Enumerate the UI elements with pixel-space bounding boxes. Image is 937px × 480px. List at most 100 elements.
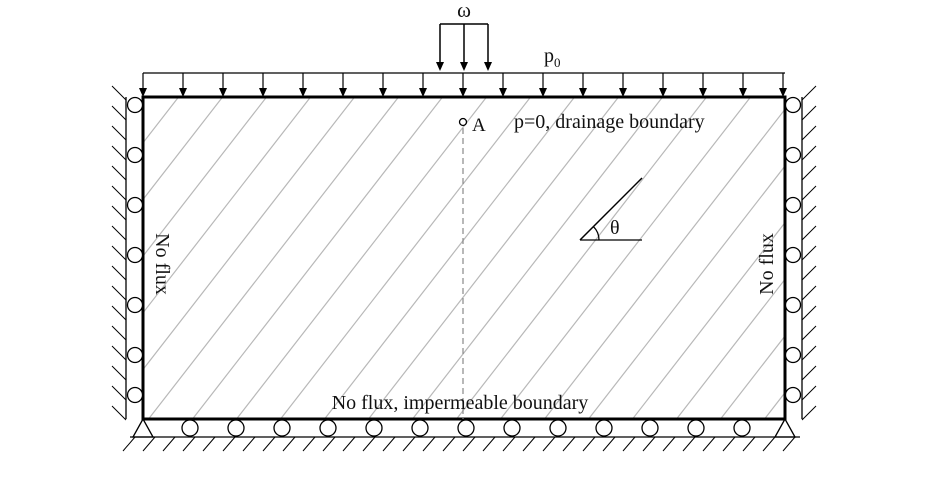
right-ground-hatch: [801, 385, 817, 401]
p0-arrowhead: [339, 88, 347, 97]
hatch-line: [191, 97, 444, 419]
bottom-ground-hatch: [522, 436, 536, 452]
right-ground-hatch: [801, 245, 817, 261]
right-ground-hatch: [801, 265, 817, 281]
theta-label: θ: [610, 217, 620, 239]
left-ground-hatch: [111, 85, 127, 101]
impermeable-boundary-label: No flux, impermeable boundary: [332, 392, 589, 414]
right-roller: [784, 296, 802, 314]
p0-arrowhead: [459, 88, 467, 97]
point-a-marker: [458, 117, 468, 127]
hatch-line: [0, 90, 96, 430]
hatch-line: [800, 90, 937, 430]
left-ground-hatch: [111, 165, 127, 181]
hatch-line: [235, 97, 488, 419]
left-ground-hatch: [111, 125, 127, 141]
bottom-ground-hatch: [322, 436, 336, 452]
hatch-line: [147, 97, 400, 419]
left-ground-hatch: [111, 145, 127, 161]
bottom-roller: [549, 419, 567, 437]
right-ground-hatch: [801, 345, 817, 361]
left-ground-hatch: [111, 205, 127, 221]
bottom-ground-hatch: [642, 436, 656, 452]
theta-inclined-line: [579, 177, 643, 241]
bottom-ground-hatch: [382, 436, 396, 452]
left-roller: [126, 246, 144, 264]
bottom-ground-hatch: [542, 436, 556, 452]
bottom-ground-hatch: [482, 436, 496, 452]
bottom-roller: [319, 419, 337, 437]
left-roller: [126, 96, 144, 114]
bottom-ground-hatch: [222, 436, 236, 452]
hatch-line: [279, 97, 532, 419]
omega-label: ω: [457, 0, 471, 22]
hatch-line: [143, 97, 356, 371]
bottom-right-pin: [773, 417, 797, 438]
bottom-ground-hatch: [442, 436, 456, 452]
left-no-flux-label: No flux: [151, 233, 173, 295]
p0-arrowhead: [539, 88, 547, 97]
hatch-line: [587, 165, 785, 419]
bottom-ground-hatch: [422, 436, 436, 452]
p0-label-base: p: [544, 45, 554, 67]
bottom-ground-hatch: [742, 436, 756, 452]
bottom-roller: [503, 419, 521, 437]
hatch-line: [0, 90, 8, 430]
right-roller: [784, 96, 802, 114]
bottom-ground-hatch: [182, 436, 196, 452]
bottom-ground-hatch: [662, 436, 676, 452]
bottom-ground-hatch: [602, 436, 616, 452]
left-ground-hatch: [111, 345, 127, 361]
left-roller: [126, 386, 144, 404]
bottom-roller-support: [122, 417, 800, 452]
p0-arrowhead: [619, 88, 627, 97]
right-roller: [784, 346, 802, 364]
bottom-ground-hatch: [722, 436, 736, 452]
hatch-line: [888, 90, 937, 430]
left-roller-support: [111, 85, 144, 421]
p0-arrowhead: [779, 88, 787, 97]
bottom-roller: [411, 419, 429, 437]
bottom-ground-hatch: [582, 436, 596, 452]
left-ground-hatch: [111, 365, 127, 381]
bottom-ground-hatch: [302, 436, 316, 452]
right-ground-hatch: [801, 185, 817, 201]
hatch-line: [543, 108, 785, 419]
right-ground-hatch: [801, 165, 817, 181]
p0-arrowhead: [579, 88, 587, 97]
right-no-flux-label: No flux: [756, 233, 778, 295]
hatch-line: [367, 97, 620, 419]
left-ground-hatch: [111, 305, 127, 321]
bottom-ground-hatch: [342, 436, 356, 452]
drainage-boundary-label: p=0, drainage boundary: [514, 111, 705, 133]
bottom-ground-hatch: [402, 436, 416, 452]
p0-arrowhead: [739, 88, 747, 97]
p0-label-subscript: 0: [554, 55, 561, 70]
bottom-roller: [365, 419, 383, 437]
left-roller: [126, 196, 144, 214]
theta-arc: [592, 226, 600, 241]
bottom-roller: [641, 419, 659, 437]
p0-arrowhead: [699, 88, 707, 97]
hatch-line: [499, 97, 752, 419]
right-ground-hatch: [801, 105, 817, 121]
p0-arrowhead: [179, 88, 187, 97]
right-ground-hatch: [801, 145, 817, 161]
left-ground-hatch: [111, 185, 127, 201]
hatch-line: [675, 278, 785, 419]
p0-arrowhead: [219, 88, 227, 97]
left-ground-hatch: [111, 385, 127, 401]
omega-arrowhead-left: [436, 62, 444, 71]
right-ground-hatch: [801, 365, 817, 381]
right-ground-hatch: [801, 225, 817, 241]
bottom-roller: [457, 419, 475, 437]
bottom-roller: [273, 419, 291, 437]
p0-arrowhead: [259, 88, 267, 97]
right-ground-hatch: [801, 85, 817, 101]
bottom-roller: [733, 419, 751, 437]
p0-arrowhead: [299, 88, 307, 97]
theta-angle-indicator: [579, 177, 643, 241]
p0-arrowhead: [379, 88, 387, 97]
